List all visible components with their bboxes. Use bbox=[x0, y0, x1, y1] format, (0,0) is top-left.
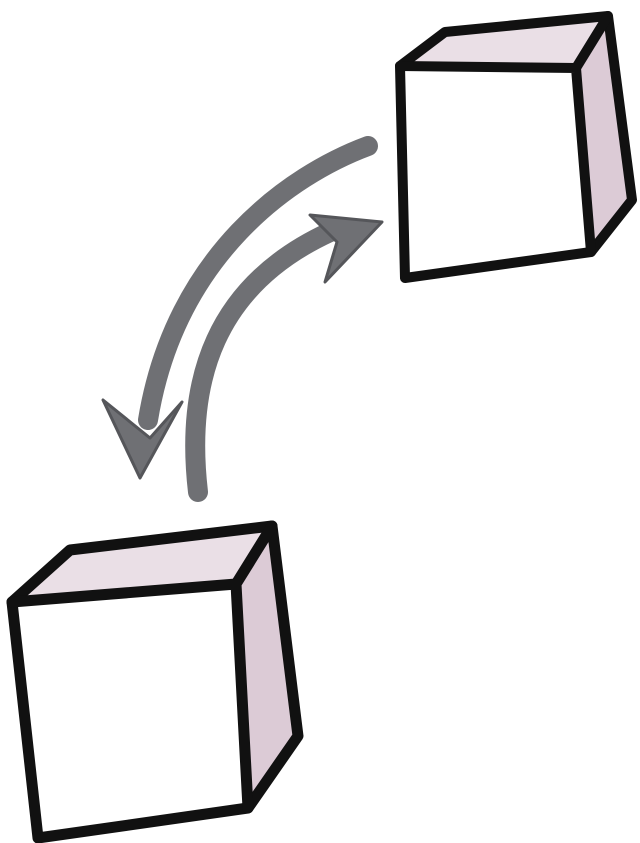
cube-top-right bbox=[395, 11, 637, 283]
cube-bottom-left bbox=[6, 520, 304, 843]
arrow-to-top-cube bbox=[185, 213, 384, 502]
arrow-to-bottom-cube bbox=[101, 136, 378, 480]
